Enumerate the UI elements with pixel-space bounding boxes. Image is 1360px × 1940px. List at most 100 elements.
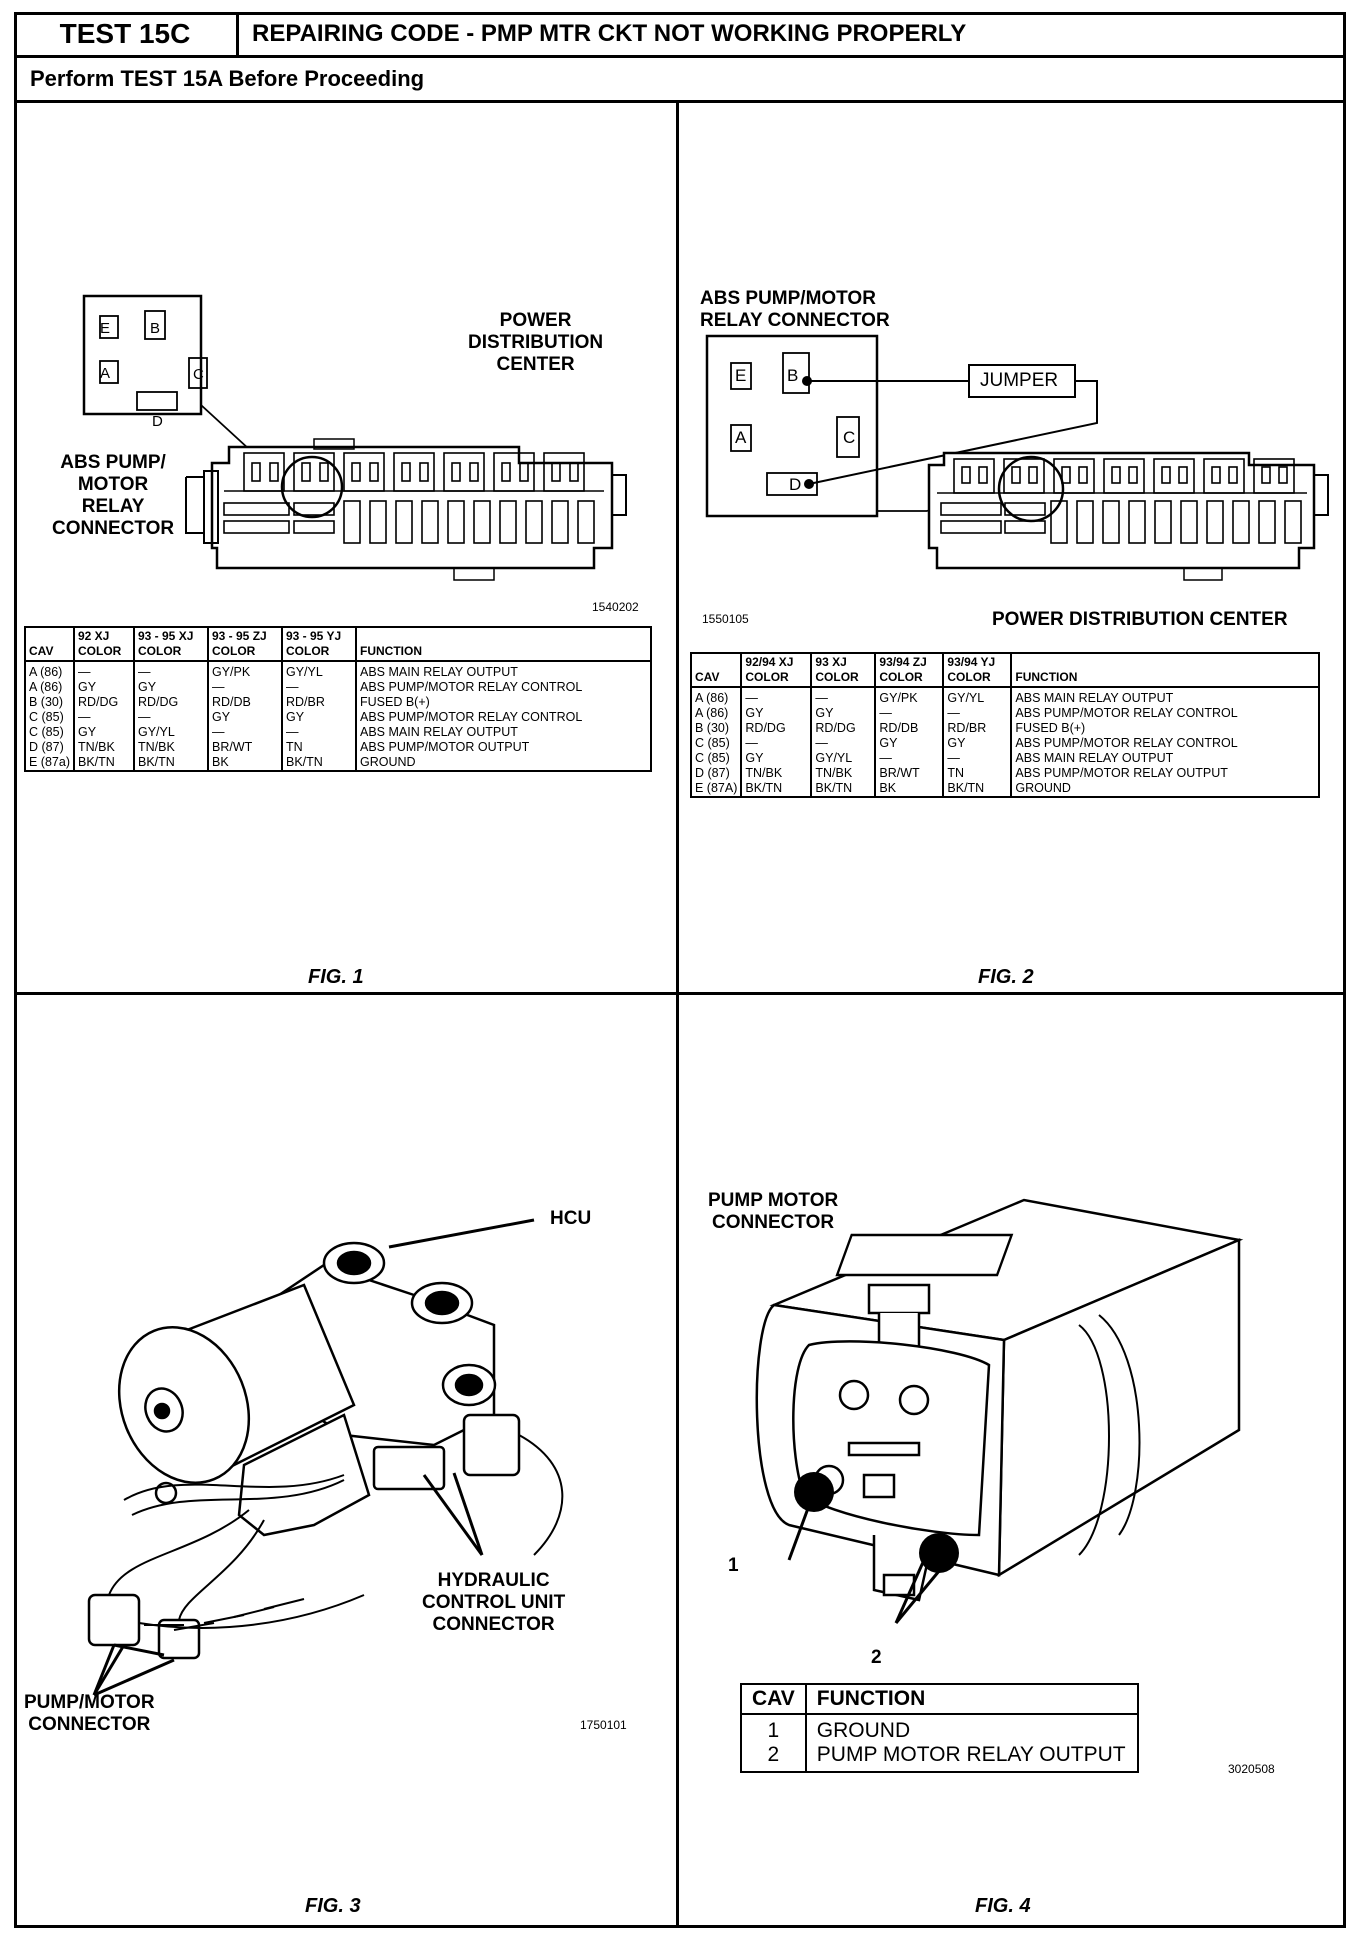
cell-color: RD/DG — [73, 695, 135, 710]
cell-function: GROUND — [804, 1714, 1139, 1743]
cell-color: TN/BK — [133, 740, 209, 755]
cell-color: — — [740, 736, 813, 751]
cell-color: BK/TN — [281, 755, 357, 772]
cell-color: GY — [740, 706, 813, 721]
cell-color: — — [810, 736, 877, 751]
cell-color: — — [207, 725, 283, 740]
fig2-table-header: CAV 92/94 XJ COLOR 93 XJ COLOR 93/94 ZJ … — [689, 652, 1320, 688]
fig1-cav-c: C — [193, 366, 204, 383]
cell-color: — — [73, 661, 135, 680]
fig2-table: CAV 92/94 XJ COLOR 93 XJ COLOR 93/94 ZJ … — [689, 652, 1320, 798]
page-border — [14, 12, 1346, 1928]
fig1-table: CAV 92 XJ COLOR 93 - 95 XJ COLOR 93 - 95… — [24, 626, 652, 772]
cell-color: TN — [942, 766, 1013, 781]
cell-function: ABS PUMP/MOTOR RELAY CONTROL — [1010, 736, 1320, 751]
cell-color: RD/DG — [133, 695, 209, 710]
cell-function: GROUND — [1010, 781, 1320, 798]
cell-color: GY/YL — [810, 751, 877, 766]
cell-color: GY/PK — [874, 687, 945, 706]
cell-color: BK/TN — [810, 781, 877, 798]
cell-color: GY/YL — [942, 687, 1013, 706]
col-function: FUNCTION — [804, 1683, 1139, 1715]
fig4-callout-1: 1 — [728, 1555, 739, 1576]
cell-color: — — [133, 710, 209, 725]
page-title: REPAIRING CODE - PMP MTR CKT NOT WORKING… — [252, 20, 967, 47]
cell-cav: 2 — [740, 1743, 807, 1773]
cell-color: TN — [281, 740, 357, 755]
fig4-table: CAV FUNCTION 1 GROUND 2 PUMP MOTOR RELAY… — [740, 1683, 1139, 1773]
cell-function: ABS MAIN RELAY OUTPUT — [355, 661, 652, 680]
cell-cav: D (87) — [24, 740, 75, 755]
table-row: 1 GROUND — [740, 1714, 1139, 1743]
cell-cav: C (85) — [689, 751, 743, 766]
cell-function: GROUND — [355, 755, 652, 772]
fig3-hcu-connector-label: HYDRAULIC CONTROL UNIT CONNECTOR — [422, 1570, 566, 1635]
fig2-relay-label: ABS PUMP/MOTOR RELAY CONNECTOR — [700, 288, 890, 331]
fig1-pdc-label: POWER DISTRIBUTION CENTER — [468, 310, 604, 375]
col-9394yj: 93/94 YJ COLOR — [942, 652, 1013, 688]
cell-color: BK/TN — [942, 781, 1013, 798]
cell-color: GY — [133, 680, 209, 695]
cell-color: BK/TN — [73, 755, 135, 772]
fig4-connector-label: PUMP MOTOR CONNECTOR — [708, 1190, 839, 1233]
cell-color: GY — [73, 680, 135, 695]
fig1-relay-label: ABS PUMP/ MOTOR RELAY CONNECTOR — [52, 452, 175, 539]
cell-color: GY — [874, 736, 945, 751]
cell-cav: A (86) — [24, 661, 75, 680]
cell-function: ABS PUMP/MOTOR RELAY CONTROL — [355, 680, 652, 695]
fig1-cav-a: A — [100, 365, 111, 382]
cell-color: — — [810, 687, 877, 706]
col-cav: CAV — [24, 626, 75, 662]
cell-function: ABS PUMP/MOTOR RELAY CONTROL — [1010, 706, 1320, 721]
fig4-connector-illustration — [755, 1198, 1244, 1624]
fig4-callout-2: 2 — [871, 1647, 882, 1668]
cell-color: GY — [281, 710, 357, 725]
cell-color: BR/WT — [874, 766, 945, 781]
test-id: TEST 15C — [14, 12, 239, 55]
cell-function: ABS MAIN RELAY OUTPUT — [355, 725, 652, 740]
cell-color: GY/YL — [281, 661, 357, 680]
cell-function: ABS MAIN RELAY OUTPUT — [1010, 687, 1320, 706]
fig2-cav-a: A — [735, 428, 747, 447]
cell-color: GY — [207, 710, 283, 725]
fig2-code: 1550105 — [702, 612, 749, 626]
fig1-cav-d: D — [152, 413, 163, 430]
fig4-caption: FIG. 4 — [975, 1895, 1031, 1917]
cell-color: — — [281, 725, 357, 740]
col-9394zj: 93/94 ZJ COLOR — [874, 652, 945, 688]
cell-cav: B (30) — [689, 721, 743, 736]
cell-color: GY — [942, 736, 1013, 751]
fig4-code: 3020508 — [1228, 1762, 1275, 1776]
cell-color: GY — [810, 706, 877, 721]
cell-color: — — [133, 661, 209, 680]
subtitle-row: Perform TEST 15A Before Proceeding — [14, 58, 1346, 103]
cell-color: — — [942, 751, 1013, 766]
col-cav: CAV — [740, 1683, 807, 1715]
cell-color: — — [73, 710, 135, 725]
cell-color: BK — [207, 755, 283, 772]
cell-function: FUSED B(+) — [1010, 721, 1320, 736]
fig2-jumper-label: JUMPER — [980, 370, 1059, 391]
cell-color: GY/YL — [133, 725, 209, 740]
cell-cav: D (87) — [689, 766, 743, 781]
fig1-caption: FIG. 1 — [308, 966, 364, 988]
cell-color: RD/DB — [207, 695, 283, 710]
cell-cav: B (30) — [24, 695, 75, 710]
cell-color: GY — [73, 725, 135, 740]
fig3-code: 1750101 — [580, 1718, 627, 1732]
fig2-cav-c: C — [843, 428, 856, 447]
fig2-cav-d: D — [789, 475, 802, 494]
fig3-caption: FIG. 3 — [305, 1895, 361, 1917]
cell-color: — — [740, 687, 813, 706]
cell-function: ABS PUMP/MOTOR RELAY OUTPUT — [1010, 766, 1320, 781]
fig1-table-header: CAV 92 XJ COLOR 93 - 95 XJ COLOR 93 - 95… — [24, 626, 652, 662]
vertical-divider — [676, 103, 679, 1928]
